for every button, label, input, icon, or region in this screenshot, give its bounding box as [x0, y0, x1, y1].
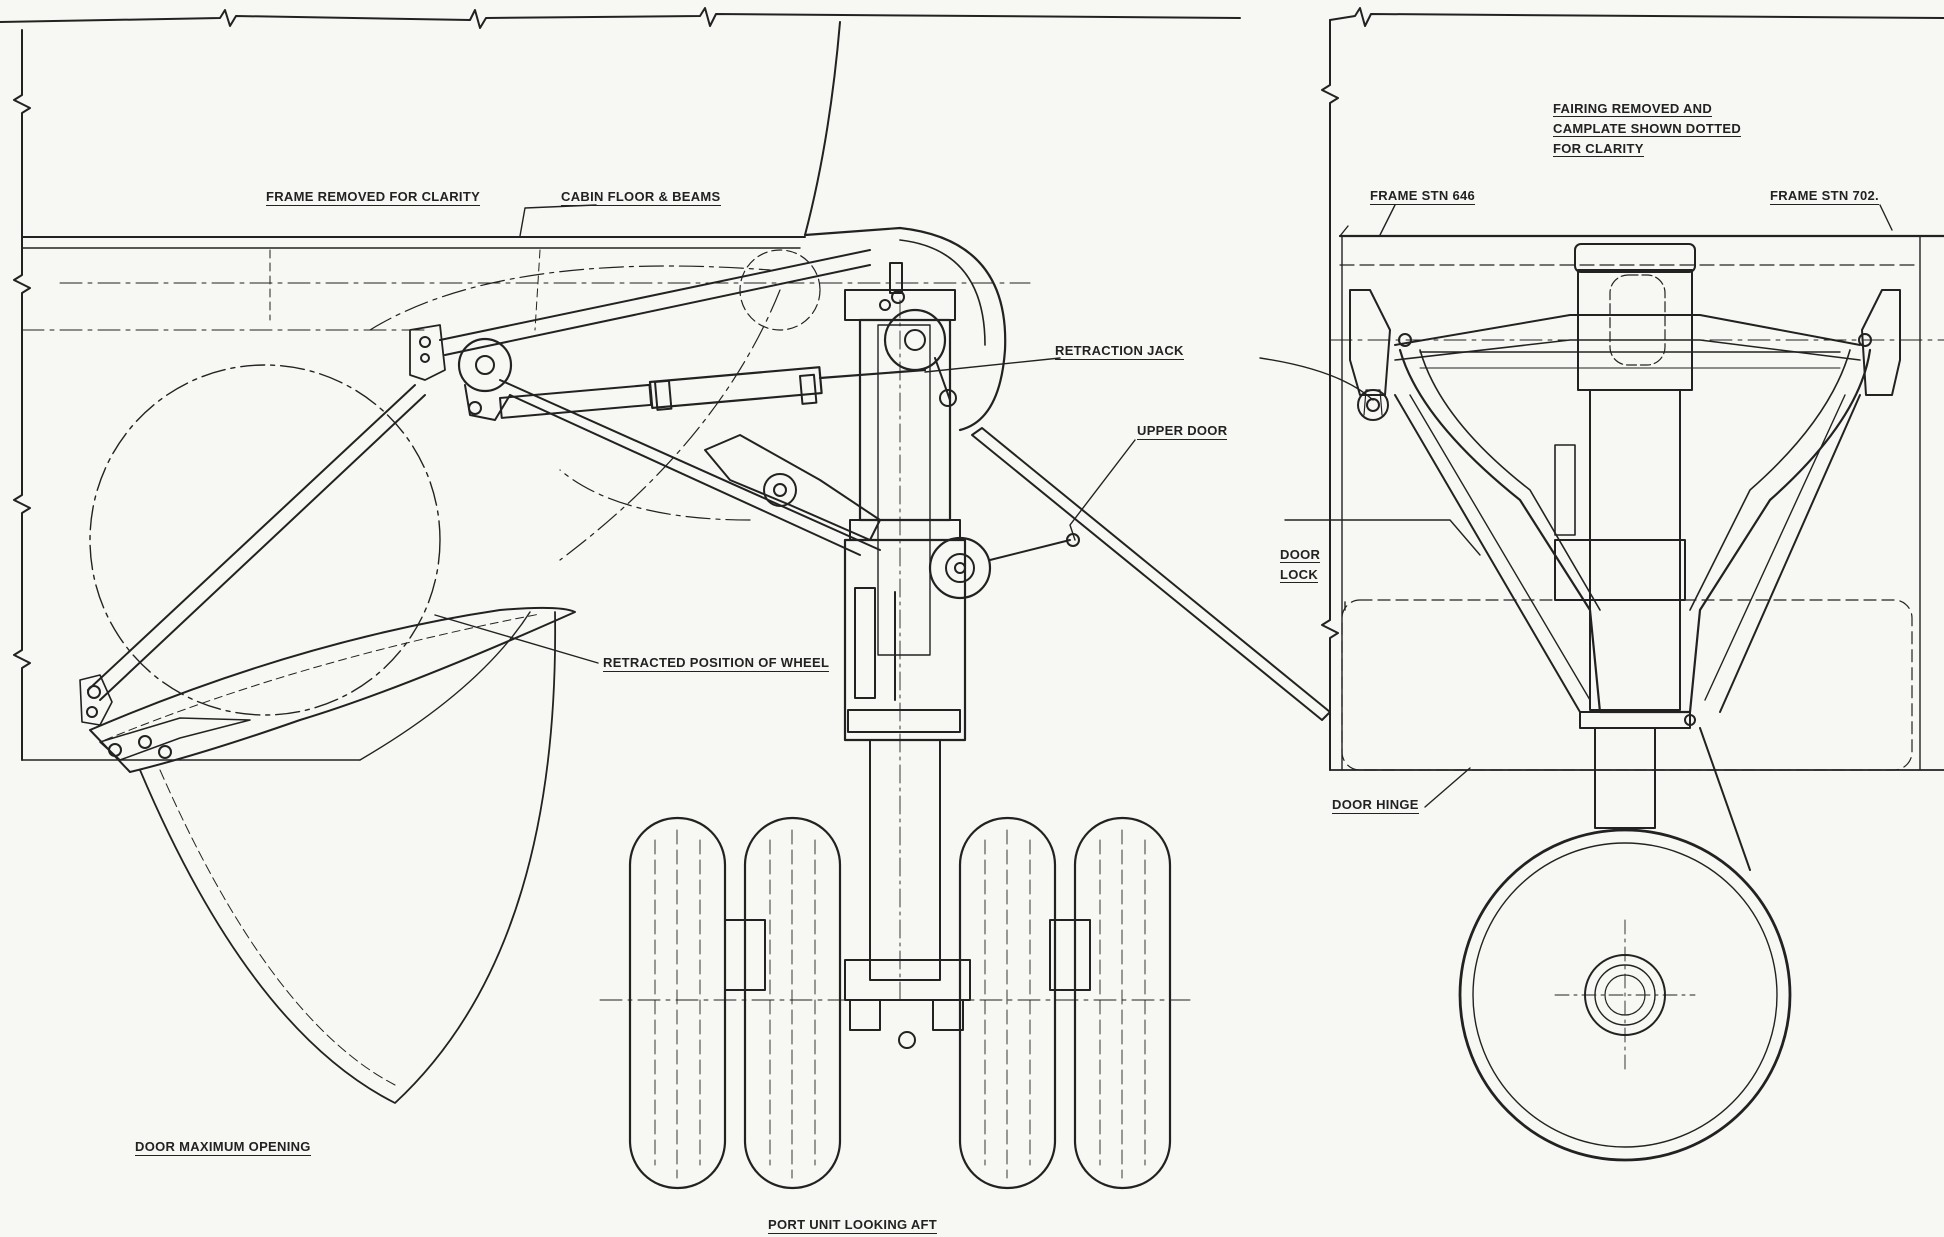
door-max-opening-outline	[139, 611, 557, 1104]
label-fairing-removed: FAIRING REMOVED AND CAMPLATE SHOWN DOTTE…	[1553, 101, 1742, 161]
wheel-4	[1073, 816, 1172, 1190]
label-door-lock: DOOR LOCK	[1280, 547, 1321, 587]
leader-lines	[434, 204, 1893, 808]
upper-housing-arc	[803, 226, 1007, 432]
fuselage-skin	[804, 21, 841, 236]
right-view	[1321, 7, 1944, 1162]
label-upper-door: UPPER DOOR	[1137, 423, 1228, 440]
label-frame-removed: FRAME REMOVED FOR CLARITY	[266, 189, 481, 206]
fairing-line-3: FOR CLARITY	[1553, 141, 1644, 157]
upper-door	[971, 427, 1331, 721]
left-view	[0, 7, 1241, 1104]
label-retraction-jack: RETRACTION JACK	[1055, 343, 1184, 360]
lower-pivot	[928, 536, 992, 600]
fairing-line-1: FAIRING REMOVED AND	[1553, 101, 1713, 117]
label-port-unit: PORT UNIT LOOKING AFT	[768, 1217, 938, 1234]
wheel-3	[958, 816, 1057, 1190]
label-door-max-opening: DOOR MAXIMUM OPENING	[135, 1139, 311, 1156]
wheel-1	[628, 816, 727, 1190]
twin-tandem-wheels	[628, 816, 1172, 1190]
top-break-line	[0, 7, 1241, 29]
right-top-break	[1329, 7, 1944, 27]
label-retracted-position: RETRACTED POSITION OF WHEEL	[603, 655, 830, 672]
wheel-2	[743, 816, 842, 1190]
door-lock-line-2: LOCK	[1280, 567, 1319, 583]
door-lock-line-1: DOOR	[1280, 547, 1321, 563]
upper-pivot	[457, 337, 513, 393]
label-frame-stn-702: FRAME STN 702.	[1770, 188, 1879, 205]
label-cabin-floor: CABIN FLOOR & BEAMS	[561, 189, 721, 206]
door-link	[87, 384, 426, 701]
retraction-jack	[499, 366, 927, 419]
lower-door	[89, 606, 576, 773]
retracted-wheel-outline	[89, 364, 441, 716]
label-door-hinge: DOOR HINGE	[1332, 797, 1419, 814]
main-wheel	[1458, 828, 1792, 1162]
fairing-line-2: CAMPLATE SHOWN DOTTED	[1553, 121, 1742, 137]
drag-strut	[704, 434, 881, 541]
right-left-break	[1321, 19, 1339, 771]
left-break-line	[13, 29, 31, 761]
label-frame-stn-646: FRAME STN 646	[1370, 188, 1476, 205]
main-gear-leg	[599, 262, 1191, 1049]
